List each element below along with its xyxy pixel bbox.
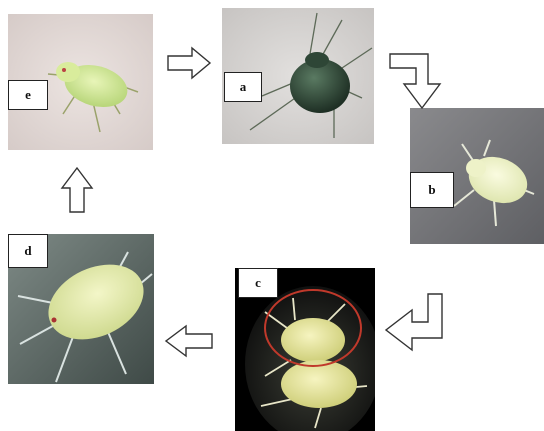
panel-label-c: c [238,268,278,298]
arrow-bend-down-icon [388,50,458,112]
panel-label-b: b [410,172,454,208]
panel-label-a: a [224,72,262,102]
panel-label-d: d [8,234,48,268]
panel-label-e: e [8,80,48,110]
arrow-bend-left-icon [380,292,454,356]
arrow-left-icon [164,324,214,358]
arrow-up-icon [60,166,94,214]
arrow-right-icon [166,46,212,80]
